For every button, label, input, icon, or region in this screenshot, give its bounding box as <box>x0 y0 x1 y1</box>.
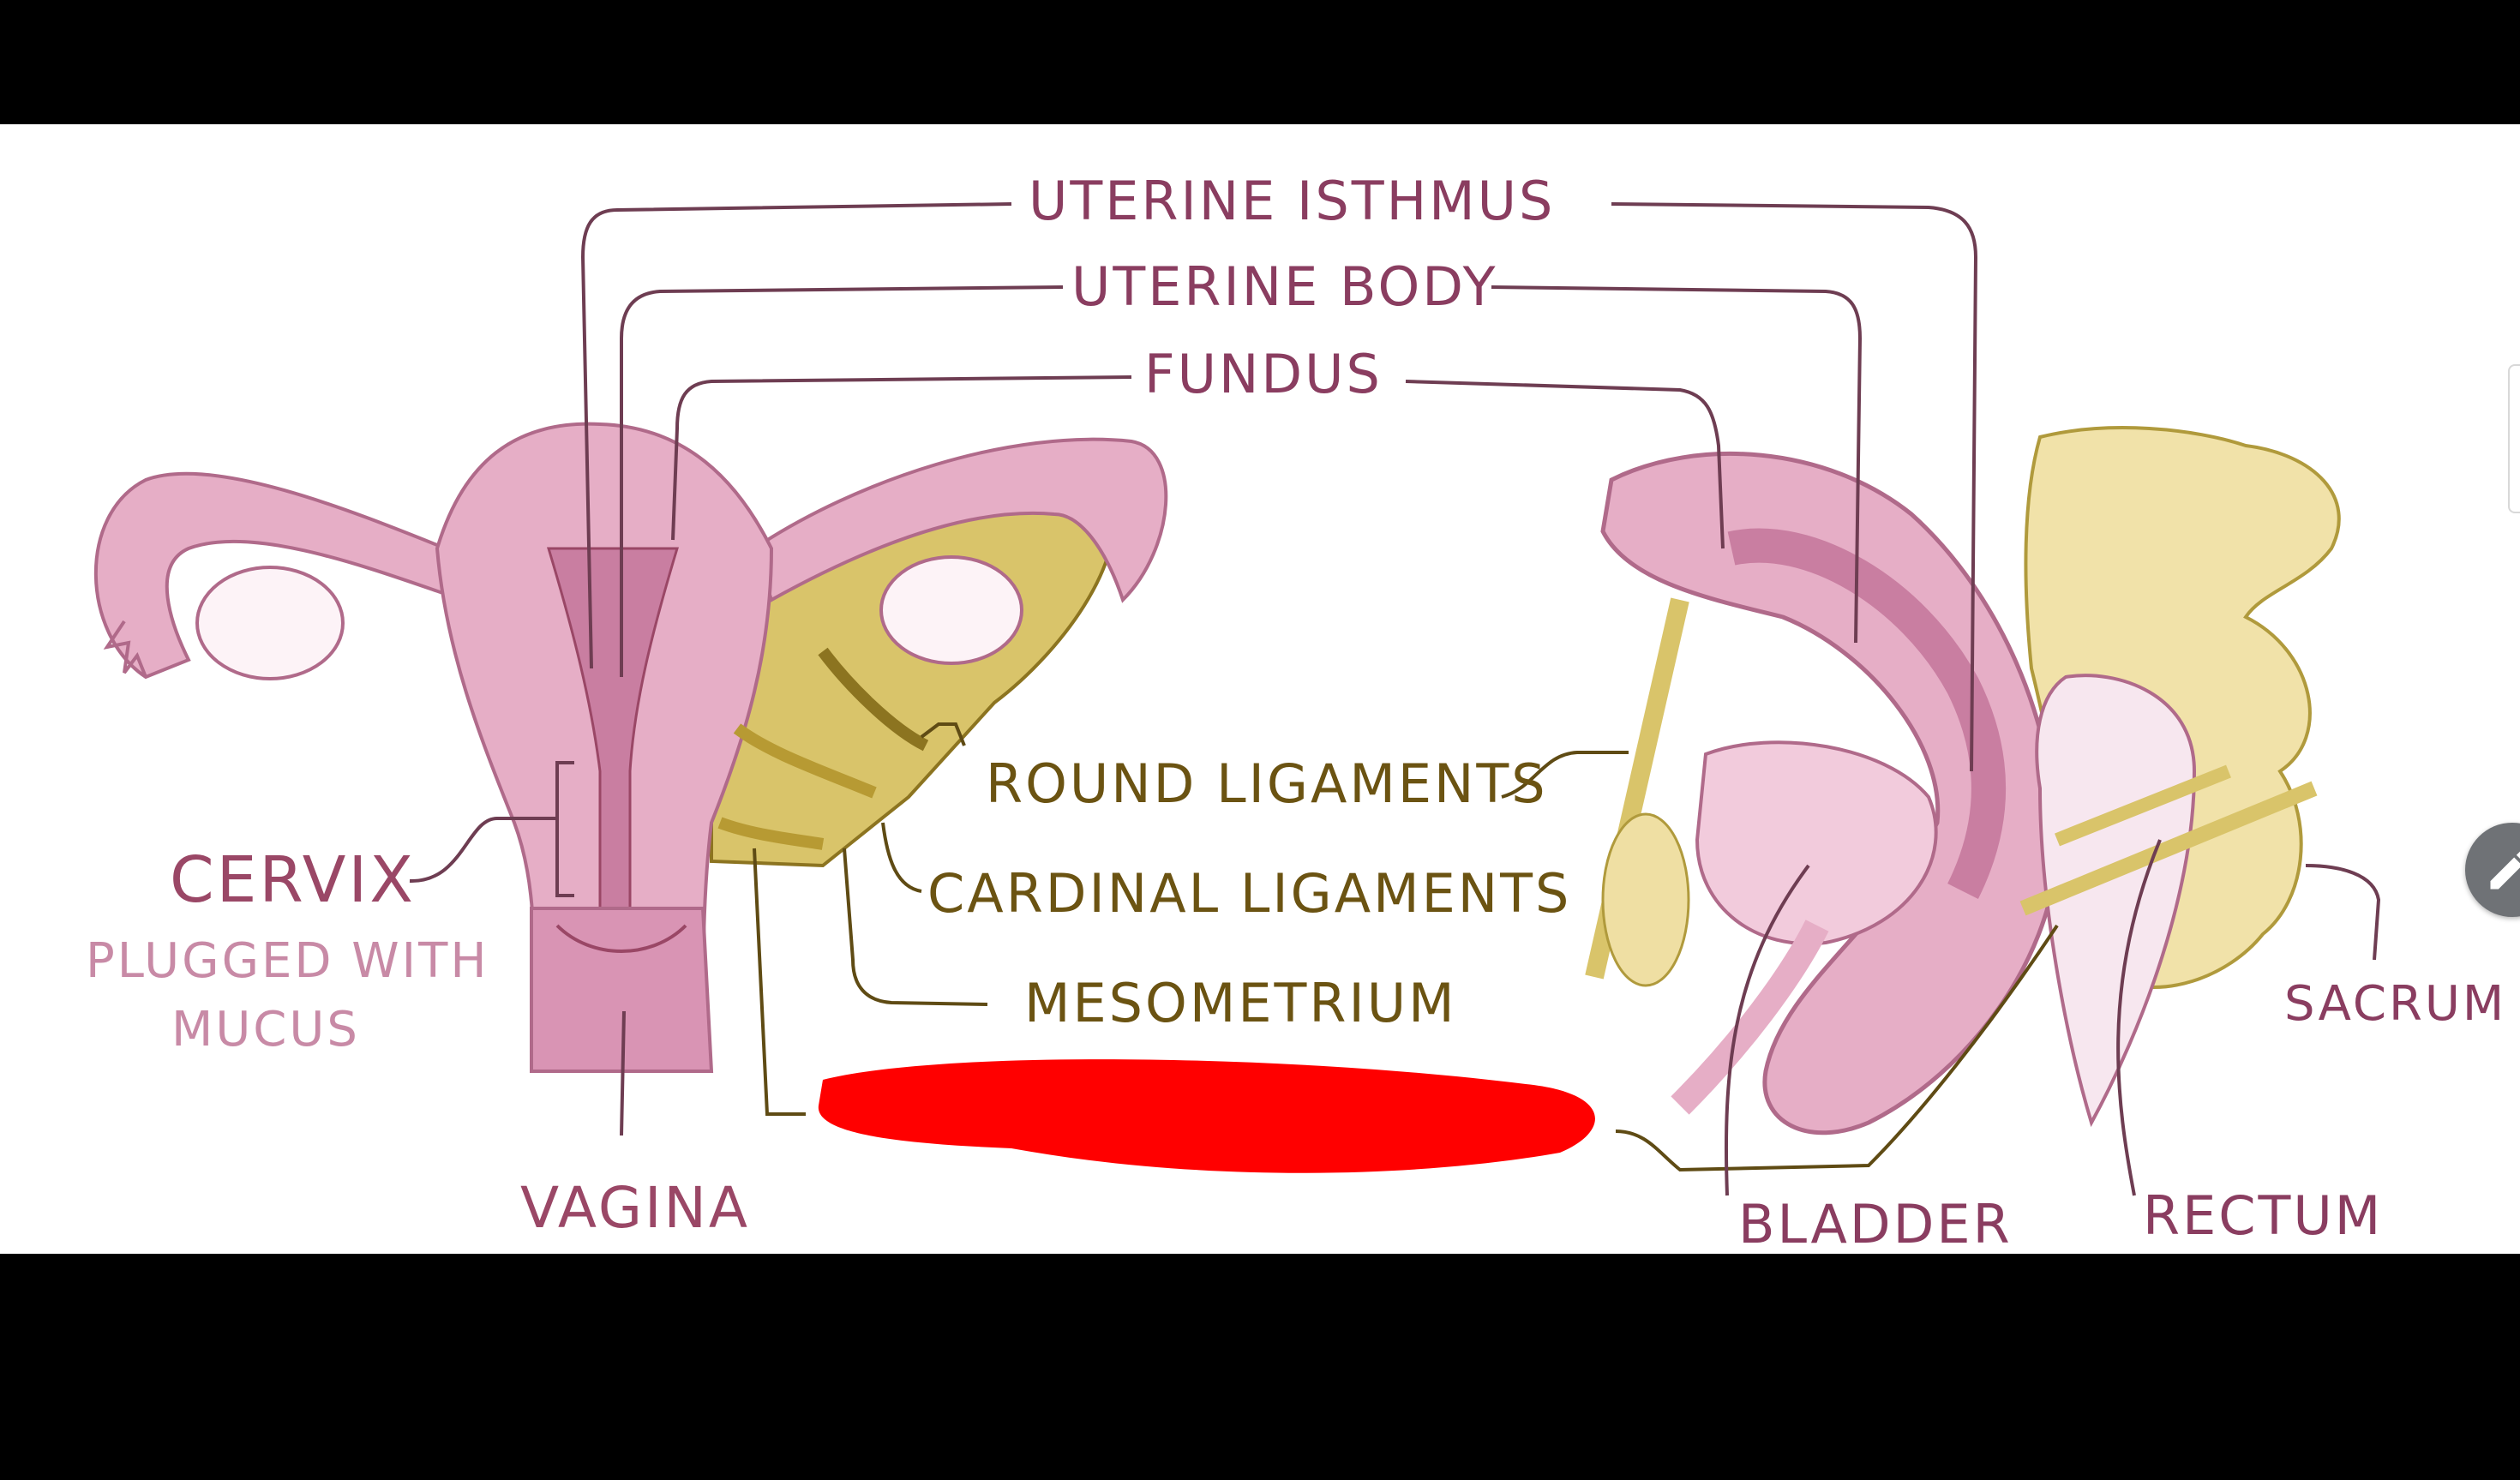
sacrum-leader <box>2305 864 2381 961</box>
bladder-leader <box>1724 864 1810 1196</box>
label-cardinal-ligaments: Cardinal Ligaments <box>927 862 1571 925</box>
sagittal-uterus <box>1600 451 2060 1135</box>
isthmus-leader-right <box>1611 202 1978 772</box>
cardinal-leader <box>881 822 922 893</box>
cardinal-ligament-band <box>733 723 877 799</box>
labels: Uterine Isthmus Uterine Body Fundus Roun… <box>86 170 2506 1255</box>
pubic-fat-pad <box>1601 812 1690 987</box>
uterosacral-ligament <box>2019 781 2318 916</box>
rectum-leader <box>2116 839 2162 1196</box>
label-rectum: Rectum <box>2143 1184 2383 1247</box>
redaction-mark <box>818 1059 1595 1173</box>
right-ovary <box>879 555 1023 665</box>
rectum <box>2035 674 2197 1128</box>
label-vagina: Vagina <box>520 1175 750 1241</box>
sagittal-endometrium <box>1727 528 2006 899</box>
urethra <box>1671 920 1829 1115</box>
fundus-leader-left <box>671 375 1132 541</box>
label-mesometrium: Mesometrium <box>1024 972 1457 1034</box>
cervix-leader <box>409 817 557 884</box>
label-bladder: Bladder <box>1738 1193 2013 1255</box>
uterosacral-ligament-upper <box>2055 764 2231 847</box>
fundus-leader-right <box>1405 380 1725 549</box>
redacted-leader-left <box>753 848 806 1116</box>
round-ligament-band <box>818 647 929 752</box>
mesometrium-band <box>717 817 825 850</box>
label-round-ligaments: Round Ligaments <box>986 752 1548 815</box>
pencil-icon <box>2490 851 2520 890</box>
redacted-leader-right <box>1615 924 2059 1172</box>
isthmus-leader-left <box>580 202 1012 669</box>
sagittal-view <box>1585 426 2341 1135</box>
round-leader-right <box>1501 751 1629 799</box>
label-cervix-note-line2: Mucus <box>171 1002 360 1058</box>
right-fallopian-tube <box>752 437 1168 603</box>
label-uterine-isthmus: Uterine Isthmus <box>1029 170 1555 232</box>
cervix-vagina <box>530 907 714 1073</box>
mesometrium-leader <box>843 848 988 1006</box>
coronal-uterus <box>93 422 1168 1073</box>
label-cervix: Cervix <box>170 843 416 917</box>
bladder <box>1695 740 1938 946</box>
label-fundus: Fundus <box>1144 343 1383 405</box>
round-leader-left <box>920 722 966 746</box>
label-cervix-note-line1: Plugged With <box>86 933 489 989</box>
leader-lines <box>409 202 2381 1196</box>
left-fimbriae <box>103 620 147 678</box>
cervix-bracket <box>555 761 574 897</box>
cervical-os <box>555 924 687 953</box>
body-leader-left <box>620 285 1064 677</box>
label-sacrum: Sacrum <box>2284 976 2506 1032</box>
left-ovary <box>195 566 345 680</box>
body-leader-right <box>1491 285 1863 644</box>
side-scroll-handle[interactable] <box>2508 364 2520 513</box>
label-uterine-body: Uterine Body <box>1071 255 1498 318</box>
vagina-leader <box>620 1010 626 1136</box>
